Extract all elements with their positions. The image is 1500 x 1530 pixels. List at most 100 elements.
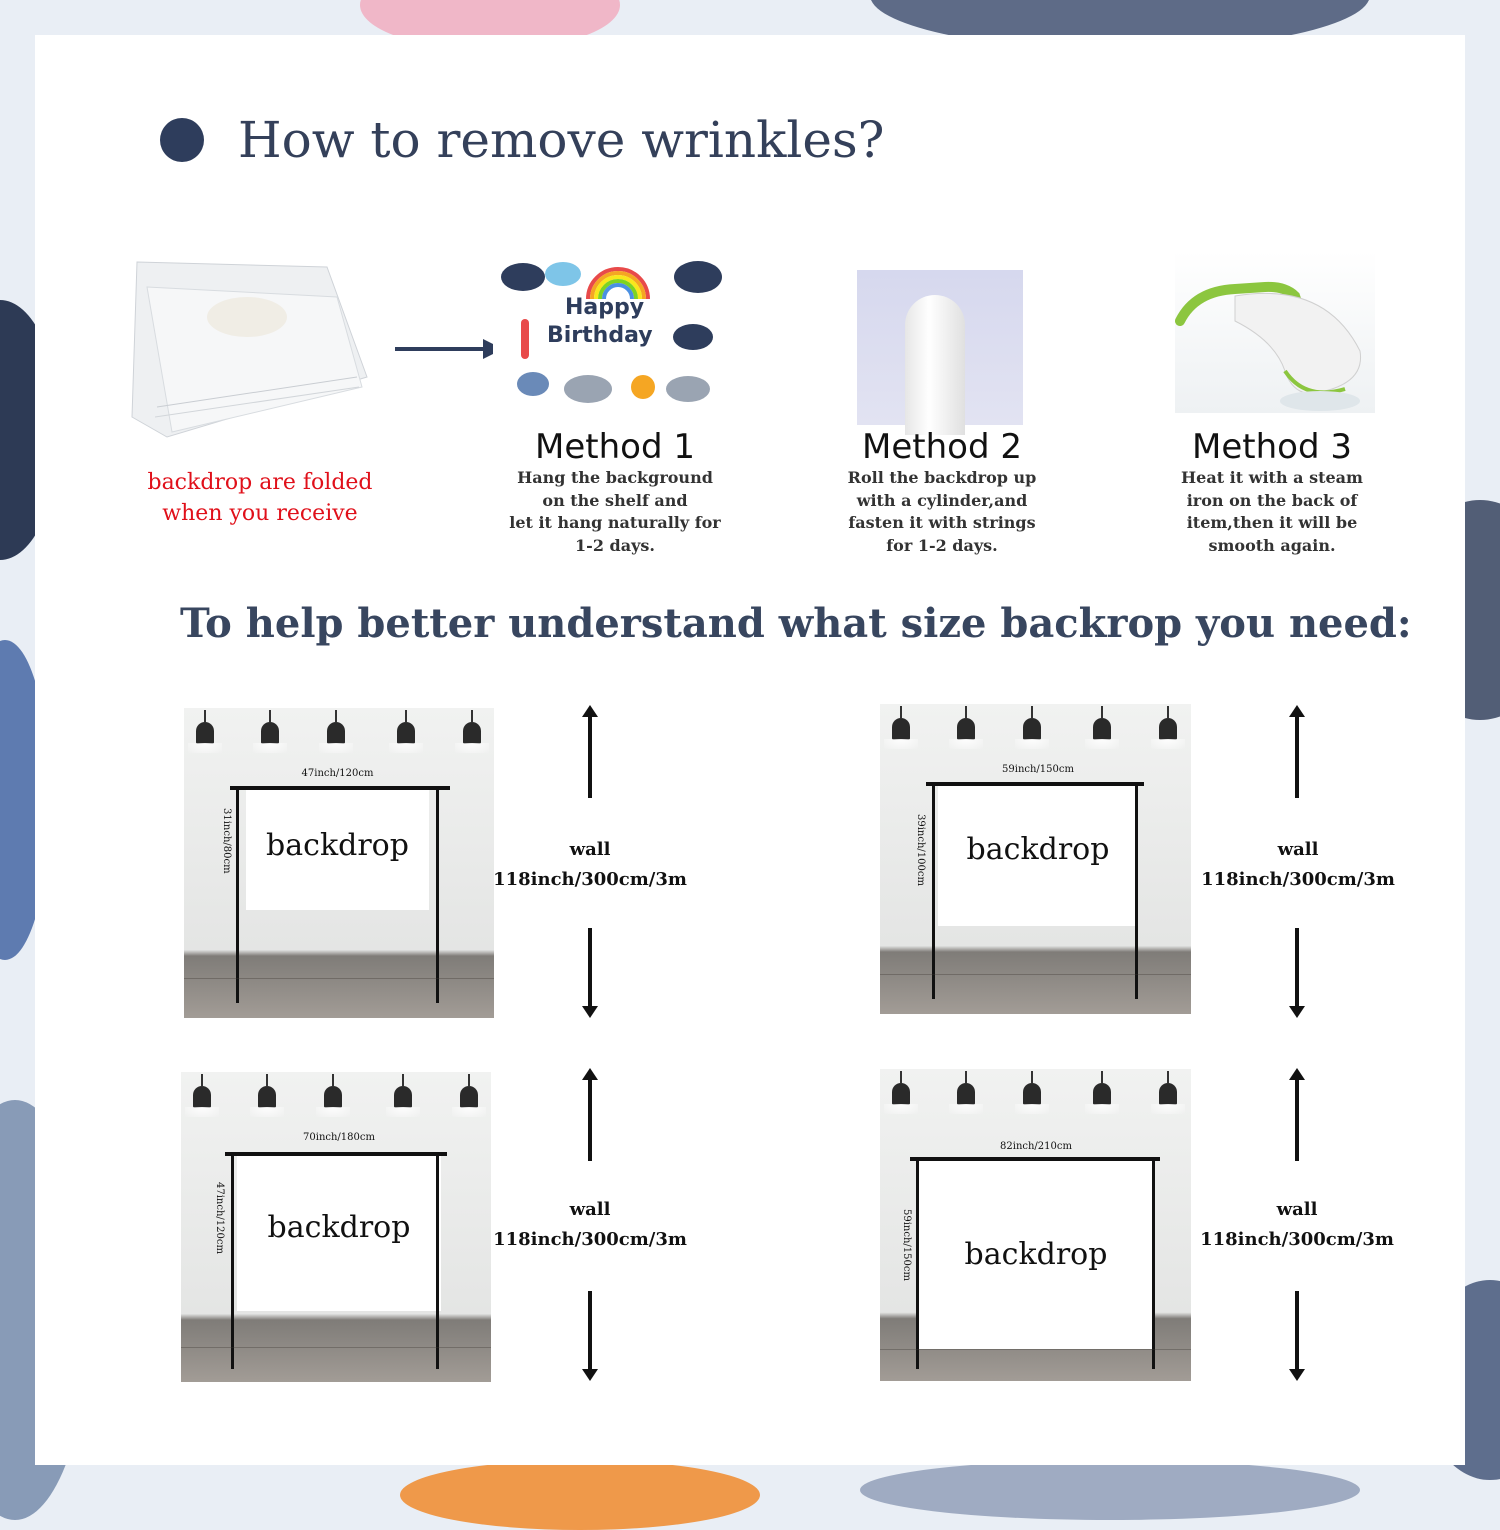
- method-line: iron on the back of: [1186, 490, 1358, 510]
- arrow-down-icon: [1289, 1291, 1305, 1381]
- method-line: let it hang naturally for: [509, 513, 721, 532]
- stand-pole: [236, 788, 239, 1003]
- wall-label: wall: [569, 839, 611, 860]
- floor-line: [181, 1347, 491, 1348]
- wall-measure-2: wall 118inch/300cm/3m: [1188, 835, 1408, 895]
- arrow-right-icon: [395, 337, 505, 361]
- decorative-blob: [400, 1460, 760, 1530]
- method-line: smooth again.: [1208, 535, 1336, 555]
- steam-iron-image: [1175, 251, 1375, 413]
- arrow-down-icon: [582, 928, 598, 1018]
- lamp-icon: [389, 710, 423, 753]
- folded-backdrop-image: [127, 257, 372, 442]
- method-1: Method 1 Hang the background on the shel…: [495, 427, 735, 557]
- method-line: 1-2 days.: [575, 535, 655, 555]
- method-description: Hang the background on the shelf and let…: [495, 467, 735, 557]
- size-panel-4: 82inch/210cm 59inch/150cm backdrop: [880, 1069, 1191, 1381]
- width-dimension: 82inch/210cm: [1000, 1141, 1072, 1152]
- lamp-icon: [386, 1074, 420, 1117]
- preview-happy: Happy: [565, 295, 645, 320]
- folded-label: backdrop are folded when you receive: [125, 467, 395, 529]
- width-dimension: 59inch/150cm: [1002, 764, 1074, 775]
- stand-pole: [436, 788, 439, 1003]
- lamp-icon: [188, 710, 222, 753]
- method-line: item,then it will be: [1186, 513, 1358, 532]
- backdrop-label: backdrop: [267, 1210, 411, 1245]
- height-dimension: 47inch/120cm: [214, 1182, 225, 1254]
- arrow-up-icon: [582, 1068, 598, 1161]
- height-dimension: 31inch/80cm: [221, 808, 232, 874]
- lamp-icon: [1151, 706, 1185, 749]
- backdrop-label: backdrop: [266, 828, 409, 863]
- method-line: on the shelf and: [542, 490, 688, 510]
- arrow-up-icon: [1289, 1068, 1305, 1161]
- width-dimension: 70inch/180cm: [303, 1132, 375, 1143]
- stand-pole: [231, 1154, 234, 1369]
- title-row: How to remove wrinkles?: [160, 95, 884, 185]
- method-line: fasten it with strings: [848, 513, 1036, 532]
- wall-size: 118inch/300cm/3m: [493, 869, 687, 890]
- wall-size: 118inch/300cm/3m: [1200, 1229, 1394, 1250]
- lamp-icon: [1015, 706, 1049, 749]
- method-title: Method 2: [862, 427, 1022, 467]
- bullet-dot: [160, 118, 204, 162]
- crossbar: [230, 786, 450, 790]
- stand-pole: [436, 1154, 439, 1369]
- wall-measure-4: wall 118inch/300cm/3m: [1187, 1195, 1407, 1255]
- stand-pole: [1152, 1159, 1155, 1369]
- backdrop-cloth: [237, 1156, 441, 1311]
- preview-birthday: Birthday: [547, 323, 653, 348]
- method-line: Roll the backdrop up: [847, 468, 1037, 487]
- size-heading: To help better understand what size back…: [180, 600, 1412, 647]
- method-title: Method 3: [1192, 427, 1352, 467]
- stand-pole: [1135, 784, 1138, 999]
- wall-label: wall: [569, 1199, 611, 1220]
- lamp-icon: [316, 1074, 350, 1117]
- stand-pole: [916, 1159, 919, 1369]
- method-description: Heat it with a steam iron on the back of…: [1152, 467, 1392, 557]
- wall-measure-3: wall 118inch/300cm/3m: [480, 1195, 700, 1255]
- wall-measure-1: wall 118inch/300cm/3m: [480, 835, 700, 895]
- folded-label-line: backdrop are folded: [147, 470, 373, 495]
- height-dimension: 59inch/150cm: [901, 1209, 912, 1281]
- lamp-icon: [1015, 1071, 1049, 1114]
- method-line: Heat it with a steam: [1181, 468, 1363, 487]
- folded-label-line: when you receive: [162, 501, 358, 526]
- size-panel-3: 70inch/180cm 47inch/120cm backdrop: [181, 1072, 491, 1382]
- floor-line: [184, 978, 494, 979]
- backdrop-cloth: [246, 790, 429, 910]
- lamp-icon: [455, 710, 489, 753]
- lamp-icon: [1085, 706, 1119, 749]
- width-dimension: 47inch/120cm: [301, 768, 374, 779]
- wall-label: wall: [1276, 1199, 1318, 1220]
- method-line: for 1-2 days.: [886, 535, 998, 555]
- arrow-down-icon: [1289, 928, 1305, 1018]
- arrow-down-icon: [582, 1291, 598, 1381]
- lamp-icon: [253, 710, 287, 753]
- size-panel-2: 59inch/150cm 39inch/100cm backdrop: [880, 704, 1191, 1014]
- lamp-icon: [250, 1074, 284, 1117]
- method-2: Method 2 Roll the backdrop up with a cyl…: [822, 427, 1062, 557]
- lamp-icon: [319, 710, 353, 753]
- lamp-icon: [1085, 1071, 1119, 1114]
- lamp-icon: [949, 706, 983, 749]
- arrow-up-icon: [1289, 705, 1305, 798]
- backdrop-cloth: [938, 786, 1138, 926]
- page-title: How to remove wrinkles?: [238, 111, 885, 169]
- content-card: How to remove wrinkles? backdrop are fol…: [35, 35, 1465, 1465]
- lamp-icon: [1151, 1071, 1185, 1114]
- method-line: Hang the background: [517, 468, 713, 487]
- lamp-icon: [949, 1071, 983, 1114]
- lamp-icon: [185, 1074, 219, 1117]
- size-panel-1: 47inch/120cm 31inch/80cm backdrop: [184, 708, 494, 1018]
- floor-line: [880, 974, 1191, 975]
- floor-line: [880, 1349, 1191, 1350]
- backdrop-cloth: [918, 1161, 1154, 1349]
- rolled-backdrop-image: [857, 270, 1023, 435]
- height-dimension: 39inch/100cm: [915, 814, 926, 886]
- crossbar: [910, 1157, 1160, 1161]
- wall-size: 118inch/300cm/3m: [493, 1229, 687, 1250]
- method-line: with a cylinder,and: [856, 490, 1028, 510]
- backdrop-label: backdrop: [964, 1237, 1108, 1272]
- method-title: Method 1: [535, 427, 695, 467]
